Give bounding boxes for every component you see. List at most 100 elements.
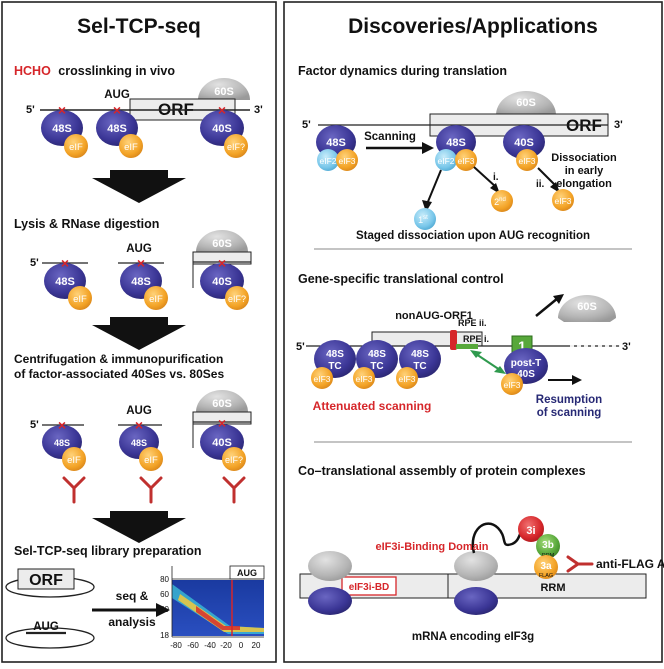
eif3a-bubble [534,555,558,579]
factor-associated-label: of factor-associated 40Ses vs. 80Ses [14,367,224,381]
antibody-icon [139,476,163,504]
section-gene-specific-control: Gene-specific translational control nonA… [296,272,631,419]
crosslink-x-icon: × [61,255,69,271]
orf-box [17,568,75,590]
svg-text:48S: 48S [368,349,386,360]
arrow-to-60s [535,297,559,317]
svg-text:eIF: eIF [69,142,83,153]
svg-text:40S: 40S [212,437,232,449]
svg-text:60S: 60S [516,97,536,109]
y-tick-label: 80 [160,575,169,584]
x-tick-label: -80 [170,641,182,650]
eif3-bubble [455,149,477,171]
svg-text:eIF: eIF [124,142,138,153]
x-tick-label: 20 [252,641,261,650]
eif3i-bd-box [341,576,397,596]
crosslink-x-icon: × [137,255,145,271]
anti-flag-label: anti-FLAG Ab [596,557,664,571]
svg-text:eIF3: eIF3 [554,196,571,206]
eif2-bubble [435,149,457,171]
svg-text:eIF?: eIF? [225,455,243,465]
section-factor-dynamics: Factor dynamics during translation 60S O… [298,64,623,242]
tc-ribosome-2: 48S TC eIF3 [353,340,398,389]
orf1-label: nonAUG-ORF1 [395,310,473,322]
x-tick-label: 0 [239,641,244,650]
aug-label: AUG [126,405,152,417]
svg-text:seq &: seq & [116,589,149,603]
step3-immunopurification: Centrifugation & immunopurification of f… [14,352,252,504]
ribosome-80s: 60S 40S eIF? × [192,230,252,310]
svg-text:ORF: ORF [29,572,63,589]
svg-text:elongation: elongation [556,178,612,190]
svg-text:analysis: analysis [108,615,156,629]
eif2-bubble [317,149,339,171]
x-tick-label: -40 [204,641,216,650]
eif3b-bubble [536,534,560,558]
svg-text:eIF?: eIF? [227,142,245,152]
svg-text:48S: 48S [107,123,127,135]
step2-lysis: Lysis & RNase digestion AUG 5' 48S eIF ×… [14,217,252,310]
crosslink-x-icon: × [113,102,121,118]
ribosome-b: 48S eIF × [120,255,168,310]
hcho-label: HCHO [14,64,51,78]
y-tick-label: 18 [160,631,169,640]
svg-text:48S: 48S [131,438,147,448]
svg-text:eIF3i-BD: eIF3i-BD [349,582,390,593]
crosslink-x-icon: × [58,102,66,118]
tc-ribosome-1: 48S TC eIF3 [311,340,356,389]
svg-text:3': 3' [622,341,631,353]
svg-text:of scanning: of scanning [537,407,602,419]
svg-text:eIF3: eIF3 [355,374,372,384]
svg-text:eIF2: eIF2 [319,156,336,166]
svg-text:2nd: 2nd [494,197,506,207]
svg-text:eIF2: eIF2 [437,156,454,166]
plasmid-circle [5,627,95,649]
eif3i-bubble [518,516,544,542]
rpe-ii-element [450,330,457,350]
section3-heading: Co–translational assembly of protein com… [298,464,586,478]
eif3-bubble [516,149,538,171]
resumption-label: Resumption [536,394,602,406]
svg-text:Dissociation: Dissociation [551,152,617,164]
svg-text:FLAG: FLAG [539,573,553,579]
crosslink-x-icon: × [135,417,143,433]
left-panel-title: Sel-TCP-seq [77,15,201,38]
ribosome-60s [198,78,250,100]
ribosome-80s-left [308,551,352,615]
left-panel: Sel-TCP-seq HCHO crosslinking in vivo 60… [1,1,277,663]
svg-text:eIF: eIF [149,294,163,305]
eif3-bubble [336,149,358,171]
svg-text:TC: TC [413,361,426,372]
ribosome-80s-right [454,551,498,615]
ribosome-a: 48S eIF × [44,255,92,310]
antibody-icon [566,555,594,573]
svg-text:eIF: eIF [73,294,87,305]
svg-text:3i: 3i [526,525,535,537]
svg-text:40S: 40S [517,369,535,380]
y-tick-label: 60 [160,590,169,599]
down-arrow-icon [92,317,186,350]
crosslink-x-icon: × [218,102,226,118]
svg-text:eIF: eIF [67,455,81,466]
svg-text:eIF3: eIF3 [398,374,415,384]
step1-crosslinking: HCHO crosslinking in vivo 60S ORF 5' 3' … [14,64,263,158]
svg-text:TC: TC [370,361,383,372]
svg-text:48S: 48S [52,123,72,135]
lysis-label: Lysis & RNase digestion [14,217,159,231]
ribosome-80s: 60S 40S eIF? × [192,390,252,471]
svg-text:40S: 40S [514,137,534,149]
svg-text:48S: 48S [446,137,466,149]
svg-text:48S: 48S [55,276,75,288]
svg-text:in early: in early [565,165,604,177]
svg-text:1st: 1st [418,215,428,225]
crosslink-x-icon: × [218,255,226,271]
centrifugation-label: Centrifugation & immunopurification [14,352,223,366]
x-tick-label: -60 [187,641,199,650]
svg-text:post-T: post-T [511,358,542,369]
tc-ribosome-3: 48S TC eIF3 [396,340,441,389]
attenuated-scanning-label: Attenuated scanning [313,399,432,413]
svg-text:5': 5' [296,341,305,353]
scanning-label: Scanning [364,131,416,143]
svg-text:48S: 48S [326,137,346,149]
antibody-icon [62,476,86,504]
